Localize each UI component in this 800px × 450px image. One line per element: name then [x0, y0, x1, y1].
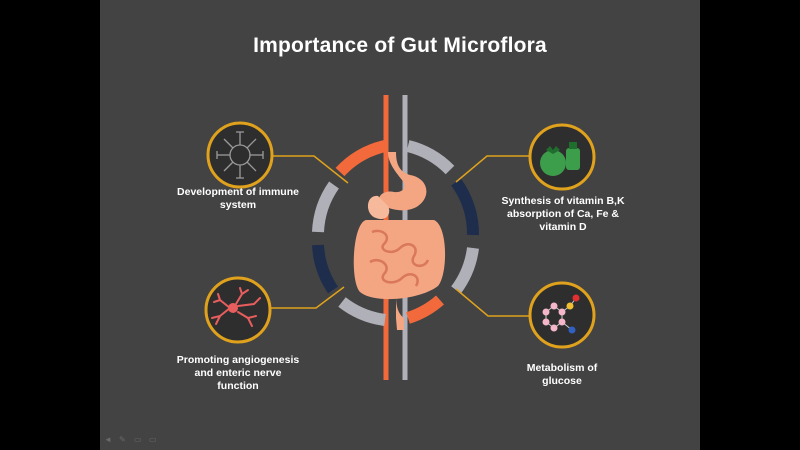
ring-segment-navy-left [312, 244, 339, 294]
liver-shape [367, 195, 390, 220]
neuron-icon [204, 276, 272, 344]
ring-segment-orange-top [335, 140, 387, 177]
glucose-molecule-icon [528, 281, 596, 349]
digestive-system-icon [353, 152, 446, 330]
connector-immune [271, 155, 349, 184]
immune-cell-icon [206, 121, 274, 189]
ring [312, 140, 480, 326]
connector-glucose [455, 288, 531, 317]
ring-segment-gray-bottom [338, 297, 386, 326]
label-immune: Development of immune system [177, 186, 299, 211]
back-arrow-icon[interactable]: ◄ [104, 435, 112, 444]
intestine-frame [353, 220, 446, 300]
stomach-shape [379, 152, 427, 211]
rectum-shape [396, 296, 404, 330]
ring-segment-orange-bottom [406, 295, 444, 324]
connector-angiogenesis [269, 286, 345, 309]
label-angiogenesis: Promoting angiogenesis and enteric nerve… [176, 354, 300, 392]
slides-icon[interactable]: ▭ [134, 435, 142, 444]
label-glucose: Metabolism of glucose [526, 362, 598, 387]
intestine-coils [369, 229, 430, 287]
connectors [269, 155, 531, 317]
vegetables-icon [528, 123, 596, 191]
ring-segment-gray-right [451, 247, 479, 294]
more-icon[interactable]: ▭ [149, 435, 157, 444]
slide-title: Importance of Gut Microflora [253, 34, 547, 57]
ring-segment-gray-left [312, 181, 340, 233]
label-vitamins: Synthesis of vitamin B,K absorption of C… [501, 195, 625, 233]
ring-segment-navy-right [451, 178, 480, 236]
slide-nav: ◄ ✎ ▭ ▭ [104, 436, 159, 444]
connector-vitamins [455, 155, 531, 183]
ring-segment-gray-top [406, 140, 455, 175]
pen-icon[interactable]: ✎ [119, 435, 126, 444]
